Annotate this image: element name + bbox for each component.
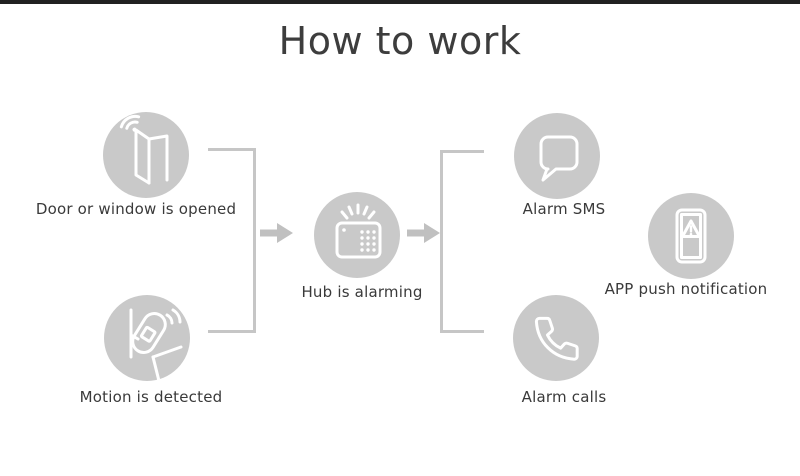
top-border-bar [0, 0, 800, 4]
node-hub-circle [314, 192, 400, 278]
alarm-hub-icon [335, 203, 382, 259]
connector-junction-to-sms [440, 150, 484, 153]
connector-junction-to-calls [440, 330, 484, 333]
node-sms-circle [514, 113, 600, 199]
smartphone-alert-icon [675, 208, 707, 264]
connector-door-to-junction [208, 148, 256, 151]
phone-call-icon [534, 316, 579, 361]
node-door-circle [103, 112, 189, 198]
hub-label: Hub is alarming [301, 283, 423, 301]
connector-motion-to-junction [208, 330, 256, 333]
node-calls-circle [513, 295, 599, 381]
arrow-to-hub-icon [260, 223, 293, 243]
app-label: APP push notification [604, 280, 768, 298]
node-motion-circle [104, 295, 190, 381]
connector-left-vertical [253, 148, 256, 333]
page-title: How to work [278, 19, 522, 63]
motion-sensor-icon [129, 308, 183, 381]
sms-label: Alarm SMS [522, 200, 606, 218]
connector-right-vertical [440, 150, 443, 333]
motion-label: Motion is detected [79, 388, 223, 406]
node-app-circle [648, 193, 734, 279]
arrow-from-hub-icon [407, 223, 440, 243]
door-label: Door or window is opened [35, 200, 237, 218]
sms-bubble-icon [539, 135, 579, 182]
door-open-wireless-icon [119, 114, 169, 185]
calls-label: Alarm calls [521, 388, 607, 406]
